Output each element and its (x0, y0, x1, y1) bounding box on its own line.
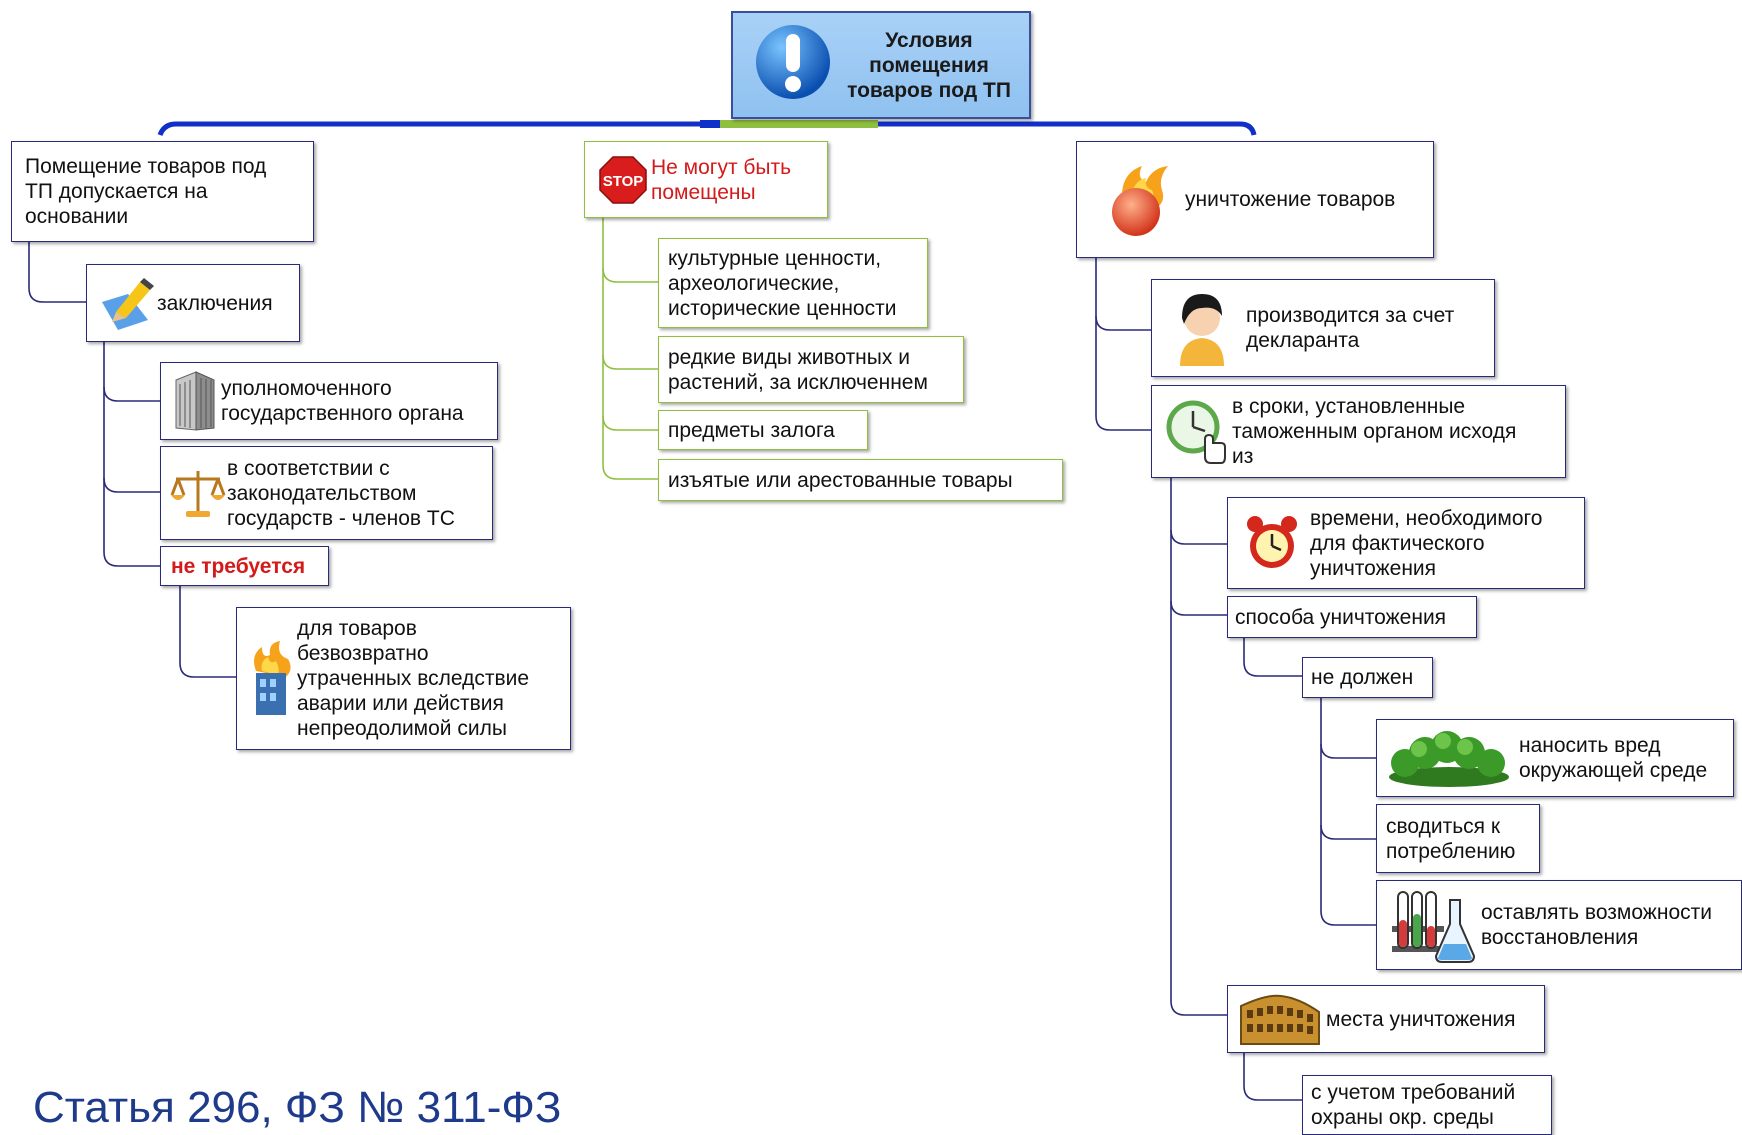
restricted-item-label: предметы залога (668, 418, 835, 442)
left-branch-label: Помещение товаров под ТП допускается на … (25, 155, 267, 228)
exclamation-icon (753, 22, 839, 108)
method-node[interactable]: способа уничтожения (1227, 596, 1477, 638)
must-not-label: не должен (1311, 666, 1414, 689)
authority-label: уполномоченного государственного органа (221, 377, 464, 425)
consumption-node[interactable]: сводиться к потреблению (1376, 804, 1540, 873)
env-req-label: с учетом требований охраны окр. среды (1311, 1081, 1516, 1129)
terms-node[interactable]: в сроки, установленные таможенным органо… (1151, 385, 1566, 478)
lost-goods-node[interactable]: для товаров безвозвратно утраченных всле… (236, 607, 571, 750)
authority-node[interactable]: уполномоченного государственного органа (160, 362, 498, 440)
place-label: места уничтожения (1326, 1007, 1516, 1031)
trees-icon (1385, 727, 1513, 789)
restricted-item-species[interactable]: редкие виды животных и растений, за искл… (658, 336, 964, 403)
restricted-item-label: редкие виды животных и растений, за искл… (668, 345, 928, 394)
recovery-node[interactable]: оставлять возможности восстановления (1376, 880, 1742, 970)
middle-branch-node[interactable]: STOP Не могут быть помещены (584, 141, 828, 218)
lost-goods-label: для товаров безвозвратно утраченных всле… (297, 617, 530, 740)
test-tubes-icon (1389, 885, 1477, 965)
harm-node[interactable]: наносить вред окружающей среде (1376, 719, 1734, 797)
harm-label: наносить вред окружающей среде (1519, 734, 1708, 782)
fire-icon (1101, 160, 1179, 240)
restricted-item-pledge[interactable]: предметы залога (658, 410, 868, 450)
stop-sign-icon: STOP (597, 153, 649, 207)
svg-text:STOP: STOP (603, 173, 644, 190)
place-node[interactable]: места уничтожения (1227, 985, 1545, 1053)
alarm-clock-icon (1244, 512, 1300, 574)
pencil-paper-icon (97, 273, 157, 333)
root-node[interactable]: Условия помещения товаров под ТП (731, 11, 1031, 119)
root-title: Условия помещения товаров под ТП (847, 28, 1011, 102)
restricted-item-label: культурные ценности, археологические, ис… (668, 246, 897, 320)
middle-branch-label: Не могут быть помещены (651, 155, 792, 204)
consumption-label: сводиться к потреблению (1386, 814, 1516, 863)
restricted-item-label: изъятые или арестованные товары (668, 468, 1013, 492)
scales-icon (169, 462, 227, 524)
cost-node[interactable]: производится за счет декларанта (1151, 279, 1495, 377)
restricted-item-seized[interactable]: изъятые или арестованные товары (658, 459, 1063, 501)
left-branch-node[interactable]: Помещение товаров под ТП допускается на … (11, 141, 314, 242)
building-icon (169, 368, 221, 434)
env-req-node[interactable]: с учетом требований охраны окр. среды (1302, 1075, 1552, 1135)
not-required-node[interactable]: не требуется (160, 546, 329, 586)
cost-label: производится за счет декларанта (1246, 304, 1455, 352)
conclusions-node[interactable]: заключения (86, 264, 300, 342)
legislation-label: в соответствии с законодательством госуд… (227, 456, 455, 530)
must-not-node[interactable]: не должен (1302, 657, 1433, 698)
burning-building-icon (245, 639, 297, 719)
method-label: способа уничтожения (1235, 605, 1447, 629)
not-required-label: не требуется (171, 554, 306, 578)
time-needed-node[interactable]: времени, необходимого для фактического у… (1227, 497, 1585, 589)
article-caption: Статья 296, ФЗ № 311-ФЗ (33, 1083, 562, 1132)
legislation-node[interactable]: в соответствии с законодательством госуд… (160, 446, 493, 540)
recovery-label: оставлять возможности восстановления (1481, 901, 1712, 949)
time-needed-label: времени, необходимого для фактического у… (1310, 506, 1543, 580)
person-icon (1170, 289, 1234, 367)
clock-hand-icon (1164, 397, 1228, 467)
terms-label: в сроки, установленные таможенным органо… (1232, 395, 1517, 468)
right-branch-label: уничтожение товаров (1185, 188, 1396, 211)
right-branch-node[interactable]: уничтожение товаров (1076, 141, 1434, 258)
conclusions-label: заключения (157, 291, 273, 315)
restricted-item-cultural[interactable]: культурные ценности, археологические, ис… (658, 238, 928, 328)
colosseum-icon (1236, 991, 1324, 1047)
